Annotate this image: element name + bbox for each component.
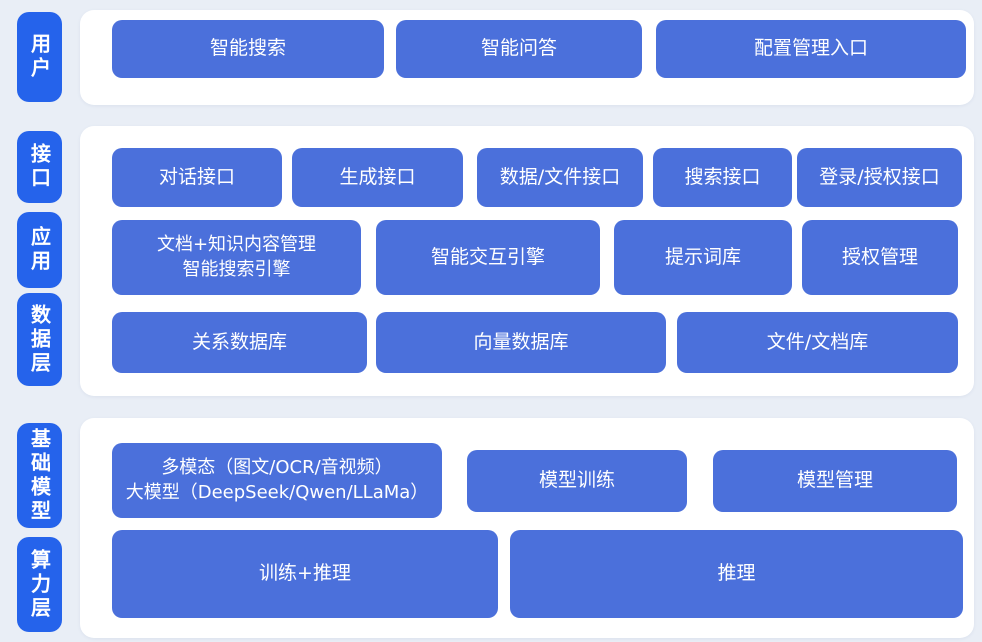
- box-interaction-engine: 智能交互引擎: [376, 220, 600, 295]
- box-vector-db: 向量数据库: [376, 312, 666, 373]
- box-intelligent-qa: 智能问答: [396, 20, 642, 78]
- layer-label-application: 应用: [17, 212, 62, 288]
- box-search-api: 搜索接口: [653, 148, 792, 207]
- layer-label-foundation-model: 基础模型: [17, 423, 62, 528]
- box-model-management: 模型管理: [713, 450, 957, 512]
- box-doc-knowledge-search-engine: 文档+知识内容管理 智能搜索引擎: [112, 220, 361, 295]
- box-file-doc-store: 文件/文档库: [677, 312, 958, 373]
- box-intelligent-search: 智能搜索: [112, 20, 384, 78]
- layer-label-compute: 算力层: [17, 537, 62, 632]
- box-auth-management: 授权管理: [802, 220, 958, 295]
- box-multimodal-llm: 多模态（图文/OCR/音视频） 大模型（DeepSeek/Qwen/LLaMa）: [112, 443, 442, 518]
- layer-label-data: 数据层: [17, 293, 62, 386]
- box-data-file-api: 数据/文件接口: [477, 148, 643, 207]
- box-generation-api: 生成接口: [292, 148, 463, 207]
- box-prompt-library: 提示词库: [614, 220, 792, 295]
- layer-label-user: 用户: [17, 12, 62, 102]
- box-relational-db: 关系数据库: [112, 312, 367, 373]
- box-login-auth-api: 登录/授权接口: [797, 148, 962, 207]
- box-config-management-entry: 配置管理入口: [656, 20, 966, 78]
- box-model-training: 模型训练: [467, 450, 687, 512]
- box-inference: 推理: [510, 530, 963, 618]
- layer-label-interface: 接口: [17, 131, 62, 203]
- box-dialog-api: 对话接口: [112, 148, 282, 207]
- box-training-inference: 训练+推理: [112, 530, 498, 618]
